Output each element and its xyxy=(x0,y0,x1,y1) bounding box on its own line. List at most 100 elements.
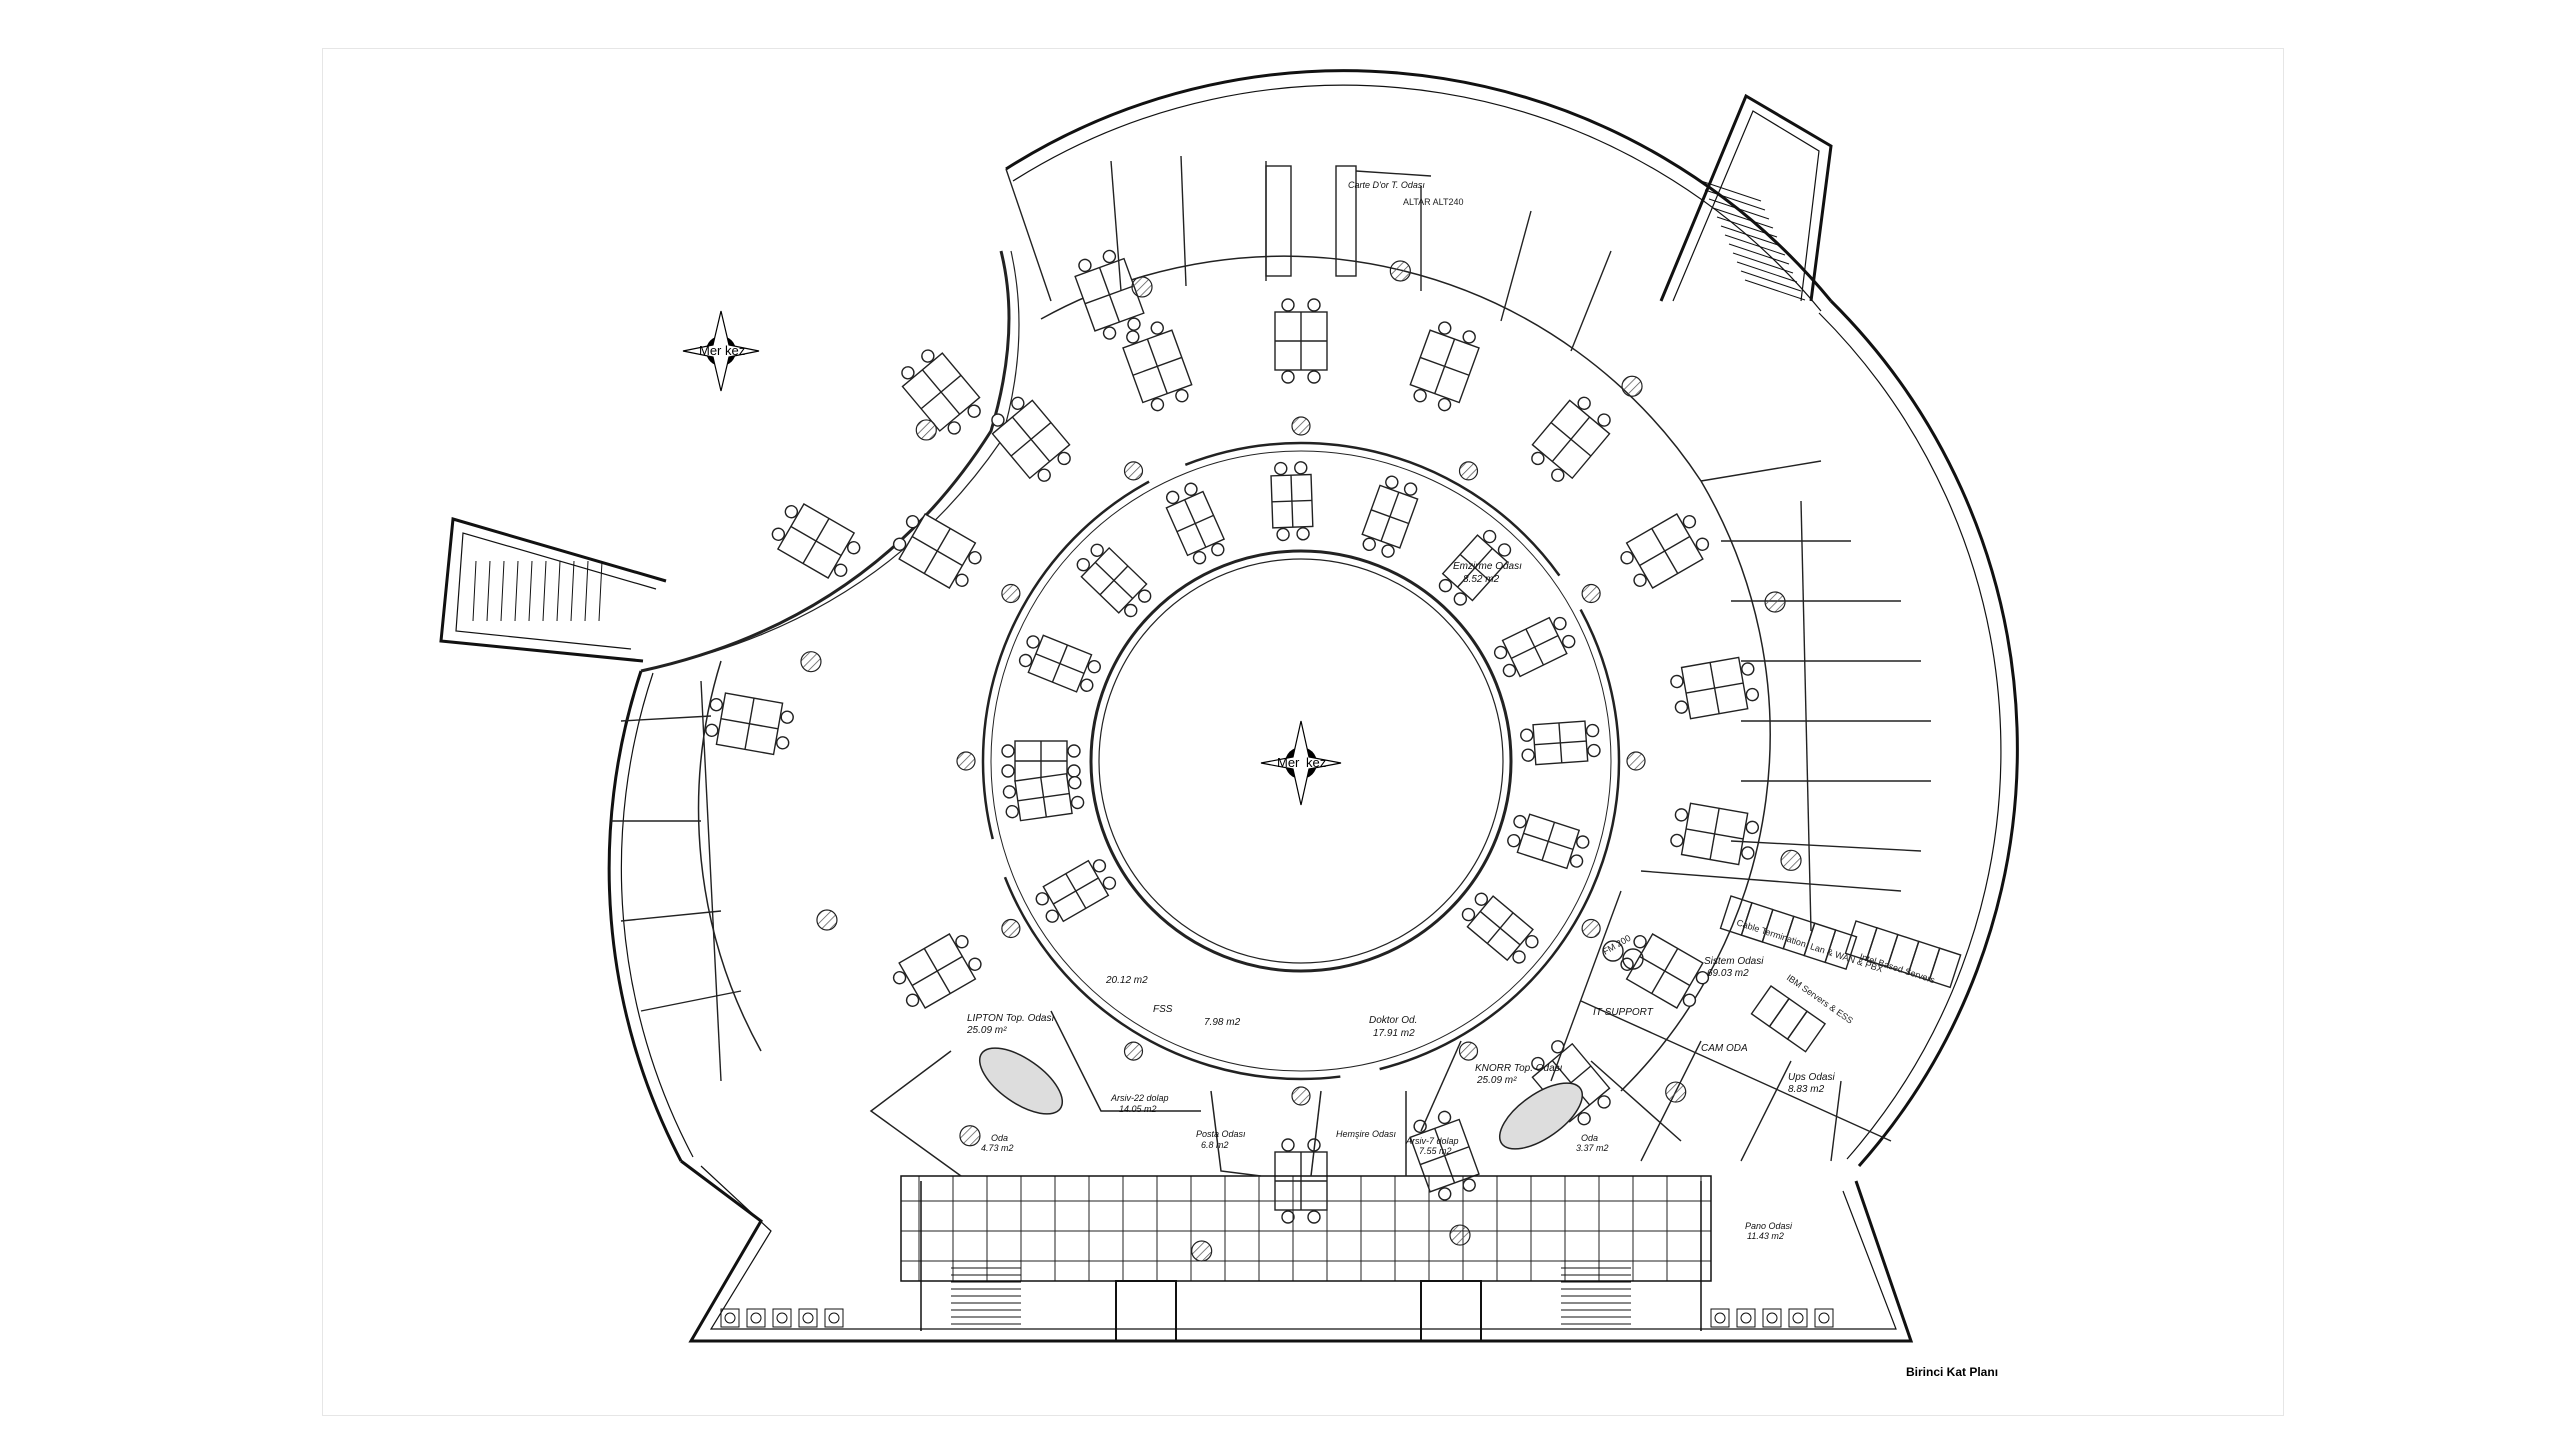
offices-right xyxy=(1700,460,1931,932)
room-arsiv-7: Arsiv-7 dolap 7.55 m2 xyxy=(1405,1136,1459,1156)
room-name: IT SUPPORT xyxy=(1593,1007,1654,1018)
chair xyxy=(1057,451,1071,466)
chair xyxy=(1045,909,1059,923)
stair-step xyxy=(514,560,519,622)
chair xyxy=(705,723,719,738)
drawing-sheet: Mer kez Mer kez Emzirme Odası 8.52 m2 Ca… xyxy=(322,48,2284,1416)
stair-step xyxy=(1720,225,1782,247)
desk-divider xyxy=(1541,822,1556,861)
desk-cluster xyxy=(1520,720,1601,766)
chair xyxy=(1087,659,1101,674)
stair-step xyxy=(584,560,589,622)
desk-divider xyxy=(923,948,951,994)
label-ibm-servers: IBM Servers & ESS xyxy=(1785,972,1855,1025)
chair xyxy=(1381,544,1395,558)
chair xyxy=(1068,775,1082,790)
desk-divider xyxy=(1040,777,1048,818)
chair xyxy=(1002,785,1017,799)
desk-cluster xyxy=(1620,933,1710,1009)
desk-cluster xyxy=(1409,321,1480,412)
room-area: 14.05 m2 xyxy=(1119,1104,1157,1114)
room-pano: Pano Odasi 11.43 m2 xyxy=(1745,1221,1793,1241)
vent-unit xyxy=(1710,1308,1730,1328)
stair-step xyxy=(1740,270,1802,292)
room-name: Oda xyxy=(991,1133,1008,1143)
chair xyxy=(1569,854,1584,868)
chair xyxy=(1011,396,1025,411)
vent-fan xyxy=(1740,1312,1752,1324)
desk-cluster xyxy=(1361,475,1419,558)
column xyxy=(1621,375,1643,397)
chair xyxy=(1620,551,1634,565)
compass-right-text: kez xyxy=(725,343,745,358)
desk-cluster xyxy=(991,396,1071,482)
vent-unit xyxy=(720,1308,740,1328)
desk-divider xyxy=(1486,912,1514,944)
chair xyxy=(1070,795,1085,810)
chair xyxy=(1745,820,1760,835)
chair xyxy=(1165,490,1180,505)
chair xyxy=(1531,1056,1545,1071)
desk-cluster xyxy=(1670,802,1760,866)
chair xyxy=(1385,475,1399,489)
chair xyxy=(847,541,861,555)
room-fss: FSS xyxy=(1153,1004,1173,1015)
offices-left xyxy=(611,680,742,1082)
chair xyxy=(1092,859,1107,873)
room-area: 3.37 m2 xyxy=(1576,1143,1609,1153)
room-name: Sistem Odasi xyxy=(1704,956,1764,967)
column xyxy=(1291,1086,1311,1106)
room-name: Emzirme Odası xyxy=(1453,561,1522,572)
inner-ring xyxy=(981,441,1621,1081)
stair-step xyxy=(1704,189,1766,211)
chair xyxy=(1296,527,1310,541)
chair xyxy=(1741,846,1755,860)
room-sistem: Sistem Odasi 69.03 m2 xyxy=(1704,956,1764,979)
room-posta: Posta Odası 6.8 m2 xyxy=(1196,1129,1246,1150)
chair xyxy=(1620,957,1634,971)
compass-left-text: Mer xyxy=(1277,755,1300,770)
desk-clusters-inner xyxy=(1001,461,1601,964)
desk-cluster xyxy=(1001,740,1081,782)
chair xyxy=(1512,950,1526,964)
chair xyxy=(905,993,920,1007)
room-name: Ups Odasi xyxy=(1788,1072,1835,1083)
room-hemsire: Hemşire Odası xyxy=(1336,1129,1397,1139)
room-area: 17.91 m2 xyxy=(1373,1028,1415,1039)
room-name: Hemşire Odası xyxy=(1336,1129,1397,1139)
desk-cluster xyxy=(1438,529,1512,606)
column xyxy=(956,751,976,771)
desk-cluster xyxy=(892,513,982,589)
desk-divider xyxy=(1010,422,1052,457)
chair xyxy=(1026,635,1040,649)
desk-divider xyxy=(744,698,755,750)
chair xyxy=(780,710,794,724)
stair-step xyxy=(556,560,561,622)
chair xyxy=(1150,321,1164,335)
desk-divider xyxy=(1419,1146,1470,1166)
stair-step xyxy=(1700,180,1762,202)
chair xyxy=(1102,876,1117,890)
desk-divider xyxy=(920,374,962,410)
desk-divider xyxy=(1099,565,1129,596)
room-area: 8.83 m2 xyxy=(1788,1084,1825,1095)
stair-step xyxy=(542,560,547,622)
room-area: 8.52 m2 xyxy=(1463,574,1500,585)
stair-step xyxy=(486,560,491,622)
chair xyxy=(968,551,982,565)
desk-cluster xyxy=(1493,616,1576,678)
room-arsiv-22: Arsiv-22 dolap 14.05 m2 xyxy=(1110,1093,1169,1114)
room-area: 7.98 m2 xyxy=(1204,1017,1241,1028)
chair xyxy=(1175,389,1189,403)
chair xyxy=(1211,542,1225,557)
vent-fan xyxy=(776,1312,788,1324)
column xyxy=(1123,1041,1144,1061)
room-emzirme: Emzirme Odası 8.52 m2 xyxy=(1453,561,1522,585)
desk-divider xyxy=(1176,514,1214,533)
chair xyxy=(709,698,724,712)
outer-wall xyxy=(607,69,2019,1167)
chair xyxy=(1281,1138,1295,1152)
room-area: 6.8 m2 xyxy=(1201,1140,1229,1150)
chair xyxy=(1276,527,1290,542)
vent-fan xyxy=(828,1312,840,1324)
